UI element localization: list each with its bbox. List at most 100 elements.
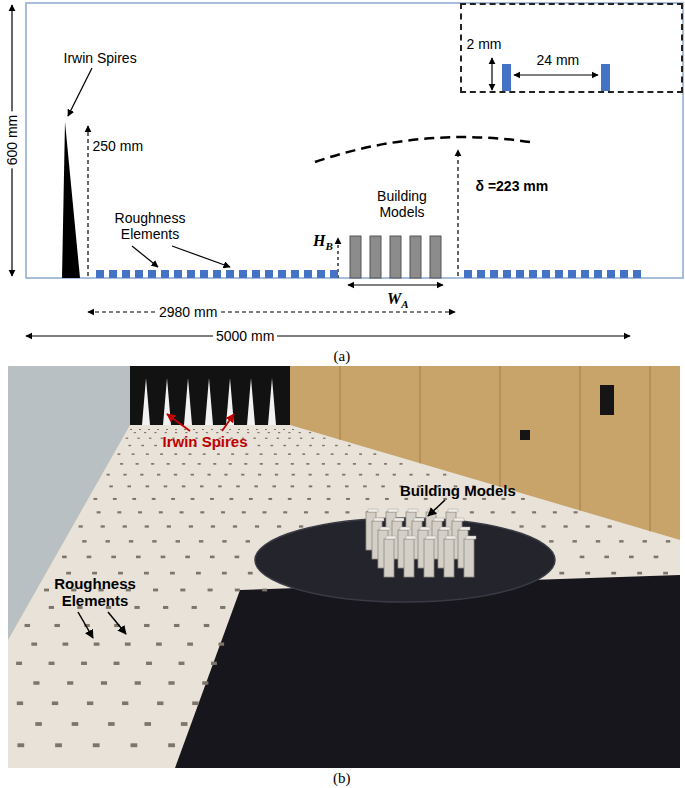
roughness-element — [153, 589, 158, 592]
length-arrow — [26, 335, 630, 336]
building-top — [400, 527, 410, 530]
irwin-spire — [205, 378, 213, 425]
building-model — [444, 536, 456, 577]
building-top — [368, 509, 378, 512]
roughness-element — [96, 270, 104, 278]
leader-line — [167, 414, 190, 431]
roughness-element — [532, 511, 536, 513]
boundary-layer-arrow — [457, 150, 458, 276]
roughness-element — [149, 438, 151, 439]
roughness-element — [151, 463, 154, 465]
roughness-element — [148, 429, 150, 430]
roughness-element — [288, 453, 291, 455]
roughness-element — [203, 453, 206, 455]
wall-fixture — [600, 385, 614, 415]
roughness-element — [230, 498, 234, 500]
irwin-spire — [184, 378, 192, 425]
roughness-element — [211, 429, 213, 430]
spire-height-arrow — [87, 126, 88, 276]
roughness-element — [470, 511, 474, 513]
roughness-element — [122, 270, 130, 278]
roughness-element — [553, 511, 557, 513]
roughness-element — [368, 463, 371, 465]
roughness-element — [144, 432, 146, 433]
roughness-element — [79, 525, 83, 527]
roughness-element — [157, 701, 163, 705]
leader-line — [108, 612, 126, 634]
part-label: Building Models — [367, 188, 437, 220]
roughness-element — [109, 270, 117, 278]
roughness-element — [167, 463, 170, 465]
roughness-element — [381, 485, 385, 487]
roughness-element — [376, 474, 379, 476]
roughness-element — [146, 453, 149, 455]
roughness-element — [278, 270, 286, 278]
building-top — [466, 536, 476, 539]
roughness-element — [607, 270, 615, 278]
roughness-element — [16, 662, 22, 665]
roughness-element — [189, 525, 193, 527]
wall-seam — [339, 366, 340, 440]
roughness-element — [337, 463, 340, 465]
roughness-element — [135, 270, 143, 278]
roughness-element — [304, 270, 312, 278]
part-label: Building Models — [400, 482, 516, 499]
roughness-element — [200, 485, 204, 487]
roughness-element — [274, 453, 277, 455]
roughness-element — [196, 572, 201, 575]
roughness-element — [93, 743, 100, 747]
roughness-element — [182, 463, 185, 465]
roughness-element — [101, 525, 105, 527]
roughness-element — [210, 556, 215, 559]
building-model — [370, 236, 381, 278]
roughness-element — [213, 270, 221, 278]
roughness-element — [139, 429, 141, 430]
building-top — [440, 527, 450, 530]
roughness-element — [252, 270, 260, 278]
roughness-element — [134, 432, 136, 433]
roughness-element — [345, 453, 348, 455]
roughness-element — [274, 429, 276, 430]
roughness-element — [363, 485, 367, 487]
roughness-element — [127, 485, 131, 487]
roughness-element — [218, 485, 222, 487]
roughness-element — [491, 511, 495, 513]
roughness-element — [117, 453, 120, 455]
irwin-spire — [226, 378, 234, 425]
roughness-element — [111, 556, 116, 559]
roughness-element — [268, 432, 270, 433]
roughness-element — [224, 474, 227, 476]
roughness-element — [132, 453, 135, 455]
roughness-element — [202, 681, 208, 684]
roughness-element — [67, 681, 73, 684]
roughness-element — [249, 498, 253, 500]
roughness-element — [353, 463, 356, 465]
roughness-element — [222, 572, 227, 575]
roughness-element — [141, 445, 144, 446]
roughness-element — [568, 270, 576, 278]
roughness-element — [49, 662, 55, 665]
roughness-element — [254, 485, 258, 487]
leader-line — [428, 500, 445, 516]
roughness-element — [180, 511, 184, 513]
irwin-spire — [247, 378, 255, 425]
roughness-element — [555, 270, 563, 278]
roughness-element — [211, 662, 217, 665]
roughness-element — [260, 463, 263, 465]
roughness-element — [311, 438, 313, 439]
roughness-element — [317, 270, 325, 278]
roughness-element — [302, 453, 305, 455]
symbol-label: HB — [313, 232, 333, 253]
roughness-element — [242, 511, 246, 513]
roughness-element — [204, 624, 209, 627]
roughness-element — [191, 498, 195, 500]
building-model — [430, 236, 441, 278]
roughness-element — [122, 701, 128, 705]
roughness-element — [620, 270, 628, 278]
roughness-element — [633, 270, 641, 278]
roughness-element — [629, 556, 634, 559]
roughness-element — [236, 485, 240, 487]
panel-caption: (b) — [333, 770, 351, 787]
roughness-element — [210, 498, 214, 500]
roughness-element — [144, 722, 151, 726]
